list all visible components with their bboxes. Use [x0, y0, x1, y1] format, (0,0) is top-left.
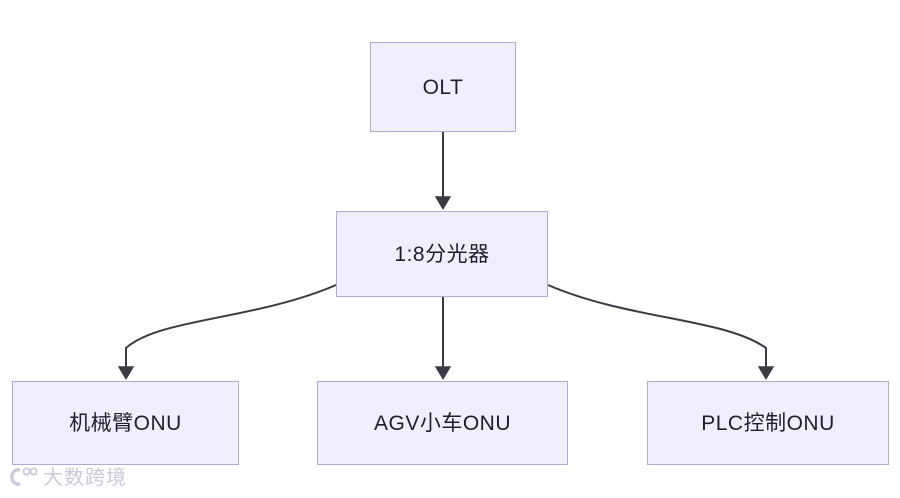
connector-splitter-to-onu-arm: [117, 284, 337, 380]
connector-splitter-to-onu-plc: [547, 284, 775, 380]
node-splitter[interactable]: 1:8分光器: [336, 211, 548, 297]
watermark: 大数跨境: [8, 464, 127, 490]
node-onu-plc-label: PLC控制ONU: [701, 411, 835, 435]
brand-logo-icon: [10, 467, 38, 486]
node-onu-robotic-arm[interactable]: 机械臂ONU: [12, 381, 239, 465]
node-onu-plc[interactable]: PLC控制ONU: [647, 381, 889, 465]
node-splitter-label: 1:8分光器: [394, 242, 490, 266]
node-onu-agv[interactable]: AGV小车ONU: [317, 381, 568, 465]
node-olt-label: OLT: [422, 75, 464, 99]
watermark-text: 大数跨境: [43, 465, 127, 489]
node-onu-agv-label: AGV小车ONU: [373, 411, 511, 435]
node-onu-robotic-arm-label: 机械臂ONU: [69, 411, 182, 435]
node-olt[interactable]: OLT: [370, 42, 516, 132]
